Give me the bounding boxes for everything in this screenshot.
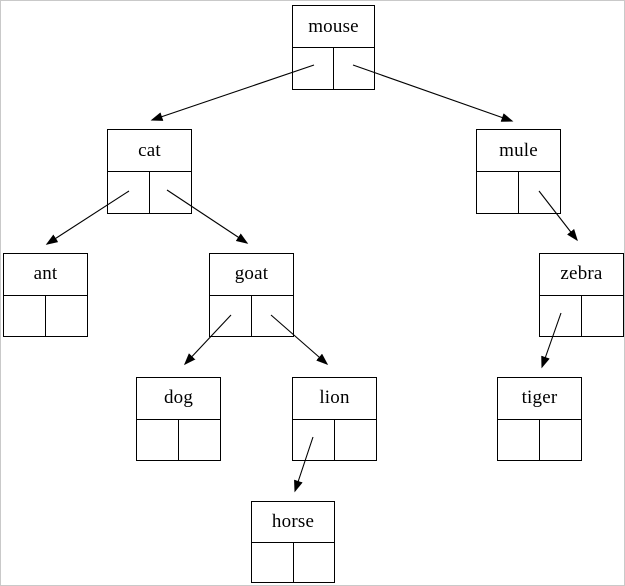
tree-node-goat: goat <box>209 253 294 337</box>
tree-node-cat: cat <box>107 129 192 214</box>
pointer-cells-tiger <box>498 419 581 461</box>
node-label-ant: ant <box>4 254 87 296</box>
tree-node-zebra: zebra <box>539 253 624 337</box>
left-pointer-cell <box>108 172 150 213</box>
node-label-horse: horse <box>252 502 334 543</box>
left-pointer-cell <box>293 48 334 89</box>
left-pointer-cell <box>540 295 582 336</box>
tree-node-horse: horse <box>251 501 335 583</box>
node-label-mule: mule <box>477 130 560 172</box>
tree-node-ant: ant <box>3 253 88 337</box>
pointer-cells-dog <box>137 419 220 461</box>
right-pointer-cell <box>335 420 376 461</box>
left-pointer-cell <box>293 419 335 460</box>
right-pointer-cell <box>252 296 293 337</box>
left-pointer-cell <box>498 419 540 460</box>
node-label-goat: goat <box>210 254 293 296</box>
node-label-mouse: mouse <box>293 6 374 48</box>
tree-node-dog: dog <box>136 377 221 461</box>
left-pointer-cell <box>137 419 179 460</box>
tree-node-mule: mule <box>476 129 561 214</box>
node-label-zebra: zebra <box>540 254 623 296</box>
edge-mouse-cat <box>150 64 315 121</box>
node-label-lion: lion <box>293 378 376 420</box>
node-label-cat: cat <box>108 130 191 172</box>
right-pointer-cell <box>294 543 335 583</box>
left-pointer-cell <box>477 172 519 213</box>
right-pointer-cell <box>582 296 623 337</box>
right-pointer-cell <box>46 296 87 337</box>
left-pointer-cell <box>252 542 294 582</box>
right-pointer-cell <box>179 420 220 461</box>
pointer-cells-goat <box>210 295 293 337</box>
left-pointer-cell <box>210 295 252 336</box>
right-pointer-cell <box>519 172 560 213</box>
pointer-cells-zebra <box>540 295 623 337</box>
right-pointer-cell <box>334 48 374 89</box>
pointer-cells-mule <box>477 172 560 213</box>
pointer-cells-horse <box>252 542 335 583</box>
tree-node-mouse: mouse <box>292 5 375 90</box>
pointer-cells-cat <box>108 172 191 213</box>
right-pointer-cell <box>540 420 581 461</box>
node-label-dog: dog <box>137 378 220 420</box>
node-label-tiger: tiger <box>498 378 581 420</box>
tree-node-lion: lion <box>292 377 377 461</box>
left-pointer-cell <box>4 295 46 336</box>
pointer-cells-mouse <box>293 48 374 89</box>
right-pointer-cell <box>150 172 191 213</box>
pointer-cells-lion <box>293 419 376 461</box>
tree-node-tiger: tiger <box>497 377 582 461</box>
pointer-cells-ant <box>4 295 87 337</box>
edge-mouse-mule <box>352 64 514 122</box>
